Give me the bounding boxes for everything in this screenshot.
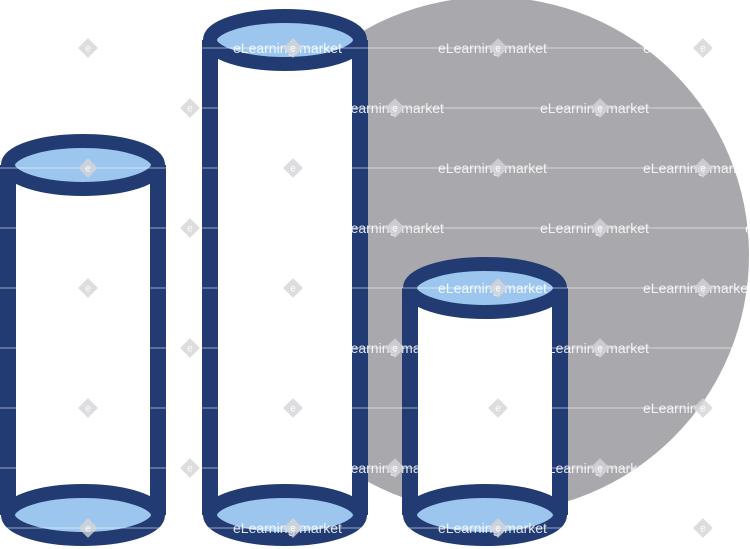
watermark-glyph: e	[85, 284, 91, 295]
cylinder-tall	[202, 9, 368, 546]
watermark-glyph: e	[700, 524, 706, 535]
watermark-diamond-icon	[180, 98, 200, 118]
watermark-glyph: e	[392, 344, 398, 355]
watermark-diamond-icon	[385, 98, 405, 118]
cylinder-medium-bottom-cap	[403, 484, 567, 546]
watermark-glyph: e	[392, 104, 398, 115]
watermark-glyph: e	[597, 464, 603, 475]
watermark-glyph: e	[495, 404, 501, 415]
watermark-diamond-icon	[488, 398, 508, 418]
watermark-glyph: e	[85, 524, 91, 535]
watermark-diamond-icon	[488, 278, 508, 298]
watermark-glyph: e	[495, 164, 501, 175]
watermark-glyph: e	[597, 224, 603, 235]
watermark-glyph: e	[597, 104, 603, 115]
cylinder-tall-top-cap	[203, 9, 367, 71]
watermark-glyph: e	[597, 344, 603, 355]
watermark-diamond-icon	[78, 278, 98, 298]
watermark-glyph: e	[290, 404, 296, 415]
watermark-diamond-icon	[180, 458, 200, 478]
watermark-glyph: e	[187, 104, 193, 115]
watermark-diamond-icon	[180, 338, 200, 358]
cylinder-medium-body	[410, 288, 560, 515]
watermark-diamond-icon	[590, 458, 610, 478]
watermark-diamond-icon	[283, 398, 303, 418]
watermark-glyph: e	[392, 464, 398, 475]
watermark-glyph: e	[495, 284, 501, 295]
watermark-text: eLearning.market	[745, 460, 750, 476]
watermark-diamond-icon	[693, 398, 713, 418]
watermark-diamond-icon	[385, 218, 405, 238]
watermark-text: eLearning.market	[745, 220, 750, 236]
watermark-glyph: e	[187, 344, 193, 355]
watermark-diamond-icon	[78, 398, 98, 418]
watermark-glyph: e	[187, 224, 193, 235]
watermark-glyph: e	[187, 464, 193, 475]
cylinder-short	[0, 134, 166, 546]
watermark-glyph: e	[495, 524, 501, 535]
watermark-diamond-icon	[385, 338, 405, 358]
watermark-glyph: e	[700, 404, 706, 415]
watermark-glyph: e	[495, 44, 501, 55]
watermark-diamond-icon	[180, 218, 200, 238]
watermark-glyph: e	[290, 164, 296, 175]
watermark-diamond-icon	[78, 38, 98, 58]
watermark-text: eLearning.market	[745, 100, 750, 116]
watermark-glyph: e	[392, 224, 398, 235]
cylinder-short-body	[8, 165, 158, 515]
watermark-diamond-icon	[590, 338, 610, 358]
watermark-diamond-icon	[283, 518, 303, 538]
cylinder-tall-bottom-cap	[203, 484, 367, 546]
watermark-layer: e eLearning.market e eLearning.market e eLear…	[0, 38, 750, 538]
watermark-glyph: e	[700, 284, 706, 295]
watermark-text: eLearning.market	[745, 340, 750, 356]
watermark-diamond-icon	[693, 278, 713, 298]
watermark-diamond-icon	[283, 38, 303, 58]
watermark-diamond-icon	[693, 518, 713, 538]
watermark-glyph: e	[700, 44, 706, 55]
watermark-diamond-icon	[283, 278, 303, 298]
watermark-diamond-icon	[488, 158, 508, 178]
cylinder-short-bottom-cap	[1, 484, 165, 546]
watermark-diamond-icon	[283, 158, 303, 178]
watermark-glyph: e	[700, 164, 706, 175]
watermark-diamond-icon	[488, 38, 508, 58]
cylinder-tall-body	[210, 40, 360, 515]
watermark-glyph: e	[290, 524, 296, 535]
watermark-diamond-icon	[78, 158, 98, 178]
watermark-glyph: e	[290, 284, 296, 295]
watermark-glyph: e	[85, 44, 91, 55]
watermark-diamond-icon	[488, 518, 508, 538]
watermark-glyph: e	[290, 44, 296, 55]
watermark-diamond-icon	[385, 458, 405, 478]
watermark-glyph: e	[85, 404, 91, 415]
watermark-glyph: e	[85, 164, 91, 175]
